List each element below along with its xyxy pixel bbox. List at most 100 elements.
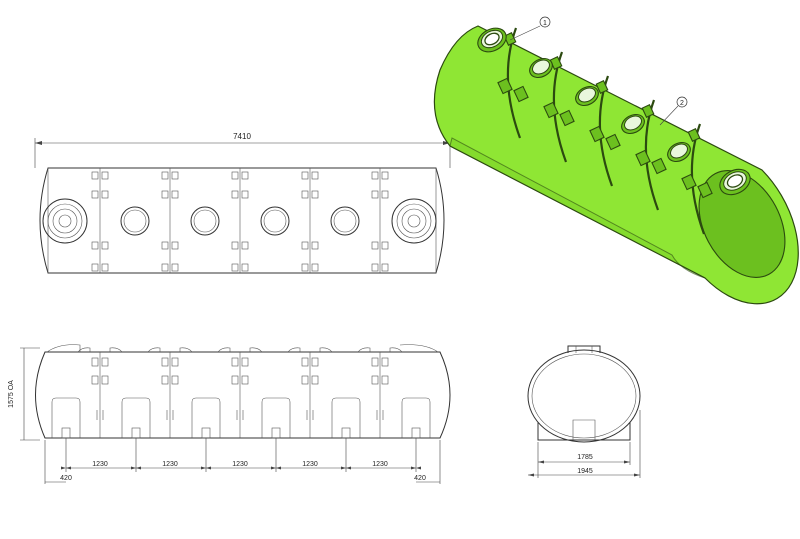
- front-lug: [241, 357, 249, 367]
- front-foot-6: [401, 397, 431, 438]
- top-lug: [311, 241, 319, 250]
- iso-lug: [697, 181, 713, 199]
- front-foot-slot: [411, 427, 421, 439]
- front-foot-slot: [201, 427, 211, 439]
- iso-end-cap: [698, 170, 786, 278]
- top-lug: [311, 263, 319, 272]
- top-lug: [301, 171, 309, 180]
- iso-lug: [513, 85, 529, 103]
- top-strap-bands: [91, 168, 389, 273]
- outer-width-label: 1945: [577, 468, 593, 475]
- top-lug: [91, 241, 99, 250]
- top-lug: [311, 171, 319, 180]
- front-foot-3: [191, 397, 221, 438]
- front-tank-outline: [35, 351, 451, 439]
- top-lug: [231, 241, 239, 250]
- front-lug: [311, 357, 319, 367]
- front-lug: [101, 357, 109, 367]
- front-dim-arrow: [416, 466, 421, 470]
- top-lug: [381, 263, 389, 272]
- top-lug: [371, 263, 379, 272]
- top-lug: [381, 171, 389, 180]
- front-lug: [171, 357, 179, 367]
- iso-lug: [687, 128, 701, 142]
- top-lug: [371, 241, 379, 250]
- top-lug: [371, 190, 379, 199]
- front-lug: [301, 357, 309, 367]
- front-dim-arrow: [341, 466, 346, 470]
- top-lug: [241, 263, 249, 272]
- front-lug: [241, 375, 249, 385]
- spacing-label-1: 1230: [92, 461, 108, 468]
- front-band-clip: [376, 410, 384, 420]
- front-lug: [231, 357, 239, 367]
- top-ports: [120, 206, 360, 236]
- front-dim-arrow: [136, 466, 141, 470]
- end-top-boss: [567, 345, 601, 353]
- front-lug: [371, 375, 379, 385]
- front-top-boss: [357, 347, 403, 353]
- dim-arrow-right: [443, 141, 450, 145]
- iso-view: 1 2: [433, 16, 799, 305]
- iso-port-inner: [726, 174, 744, 188]
- spacing-label-2: 1230: [162, 461, 178, 468]
- height-label: 1575 OA: [8, 380, 15, 408]
- top-lug: [371, 171, 379, 180]
- front-foot-5: [331, 397, 361, 438]
- front-foot-1: [51, 397, 81, 438]
- top-lug: [381, 241, 389, 250]
- front-dim-arrow: [61, 466, 66, 470]
- front-lug: [231, 375, 239, 385]
- front-top-boss: [287, 347, 333, 353]
- iso-port-opening: [532, 59, 550, 75]
- spacing-label-4: 1230: [302, 461, 318, 468]
- iso-port-opening: [624, 115, 642, 131]
- top-lug: [101, 241, 109, 250]
- front-lug: [161, 375, 169, 385]
- front-dim-arrow: [271, 466, 276, 470]
- front-foot-4: [261, 397, 291, 438]
- top-lug: [301, 241, 309, 250]
- iso-lug: [595, 80, 609, 94]
- front-dim-arrow: [276, 466, 281, 470]
- front-dim-arrow: [206, 466, 211, 470]
- callout-1: 1: [509, 16, 551, 41]
- front-features: [51, 347, 431, 439]
- front-band-clip: [236, 410, 244, 420]
- front-foot-slot: [271, 427, 281, 439]
- iso-lug: [681, 173, 697, 191]
- front-top-boss: [147, 347, 193, 353]
- end-base-cutout: [572, 419, 596, 440]
- iso-lug: [497, 77, 513, 95]
- front-view: 1575 OA 1230 1230 1230 1230 1230 420 420: [8, 344, 451, 484]
- iso-port-inner: [484, 32, 500, 46]
- front-lug: [171, 375, 179, 385]
- iso-ports: [477, 27, 751, 196]
- top-lug: [171, 190, 179, 199]
- front-foot-slot: [61, 427, 71, 439]
- front-lug: [301, 375, 309, 385]
- end-outer-ellipse: [527, 349, 641, 443]
- top-lug: [171, 263, 179, 272]
- top-lug: [231, 171, 239, 180]
- top-lug: [101, 190, 109, 199]
- dim-arrow-left: [35, 141, 42, 145]
- spacing-label-5: 1230: [372, 461, 388, 468]
- front-lug: [101, 375, 109, 385]
- callout-2: 2: [659, 96, 688, 126]
- end-offset-left-label: 420: [60, 475, 72, 482]
- top-lug: [161, 241, 169, 250]
- front-lug: [161, 357, 169, 367]
- top-manway-left: [42, 198, 88, 244]
- top-view: 7410: [34, 132, 451, 274]
- front-dimension-chain: [44, 438, 441, 484]
- front-dim-arrow: [201, 466, 206, 470]
- front-lug: [91, 357, 99, 367]
- front-top-boss: [217, 347, 263, 353]
- top-lug: [91, 190, 99, 199]
- top-lug: [161, 263, 169, 272]
- top-lug: [101, 171, 109, 180]
- front-dim-arrow: [131, 466, 136, 470]
- overall-length-label: 7410: [233, 132, 251, 141]
